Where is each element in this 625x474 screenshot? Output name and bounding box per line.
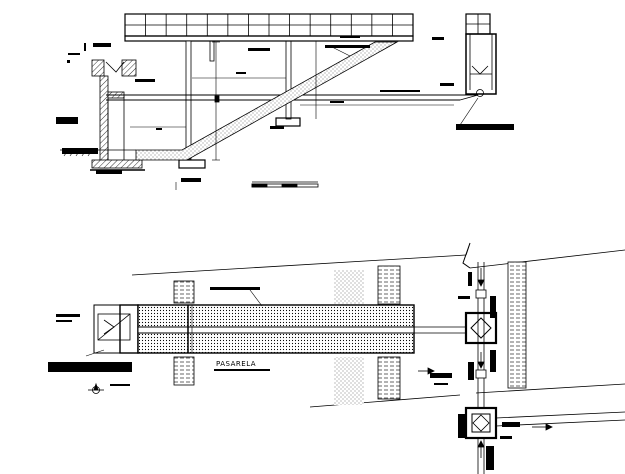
footing-right xyxy=(275,117,301,127)
column-right xyxy=(285,40,292,120)
break-line-icon xyxy=(462,242,471,269)
bank-left-top xyxy=(173,280,195,304)
channel-edge-top xyxy=(131,254,467,276)
leader-walkway xyxy=(249,289,263,307)
plan-manhole-1 xyxy=(464,311,498,345)
bank-right-bottom xyxy=(377,356,401,400)
embankment-slope xyxy=(135,41,399,161)
column-mid xyxy=(209,40,215,62)
plan-view xyxy=(93,242,625,474)
leader-slope xyxy=(329,45,351,57)
leader-abutment xyxy=(85,349,105,357)
scale-bar xyxy=(251,181,319,188)
dimension-lines xyxy=(130,41,454,190)
north-arrow-icon xyxy=(88,382,104,394)
flow-arrow-icon xyxy=(418,268,553,458)
railing-grid xyxy=(124,13,414,37)
plan-manhole-2 xyxy=(464,406,498,440)
elevation-view xyxy=(60,13,497,190)
elevation-annotations xyxy=(56,36,514,182)
leader-manhole xyxy=(457,97,479,129)
outflow-line-top xyxy=(495,411,625,419)
footing-left xyxy=(178,159,206,169)
plan-annotations xyxy=(48,272,520,470)
deck-slab xyxy=(124,35,414,42)
bank-right-top xyxy=(377,265,401,305)
plan-title-label: PASARELA xyxy=(216,360,256,368)
walkway-deck xyxy=(137,304,415,354)
plan-abutment xyxy=(93,304,139,354)
bank-left-bottom xyxy=(173,356,195,386)
river-stripe-bottom xyxy=(334,357,364,405)
bank-far-right xyxy=(507,261,527,389)
river-stripe-top xyxy=(334,270,364,304)
manhole-section xyxy=(465,13,497,95)
